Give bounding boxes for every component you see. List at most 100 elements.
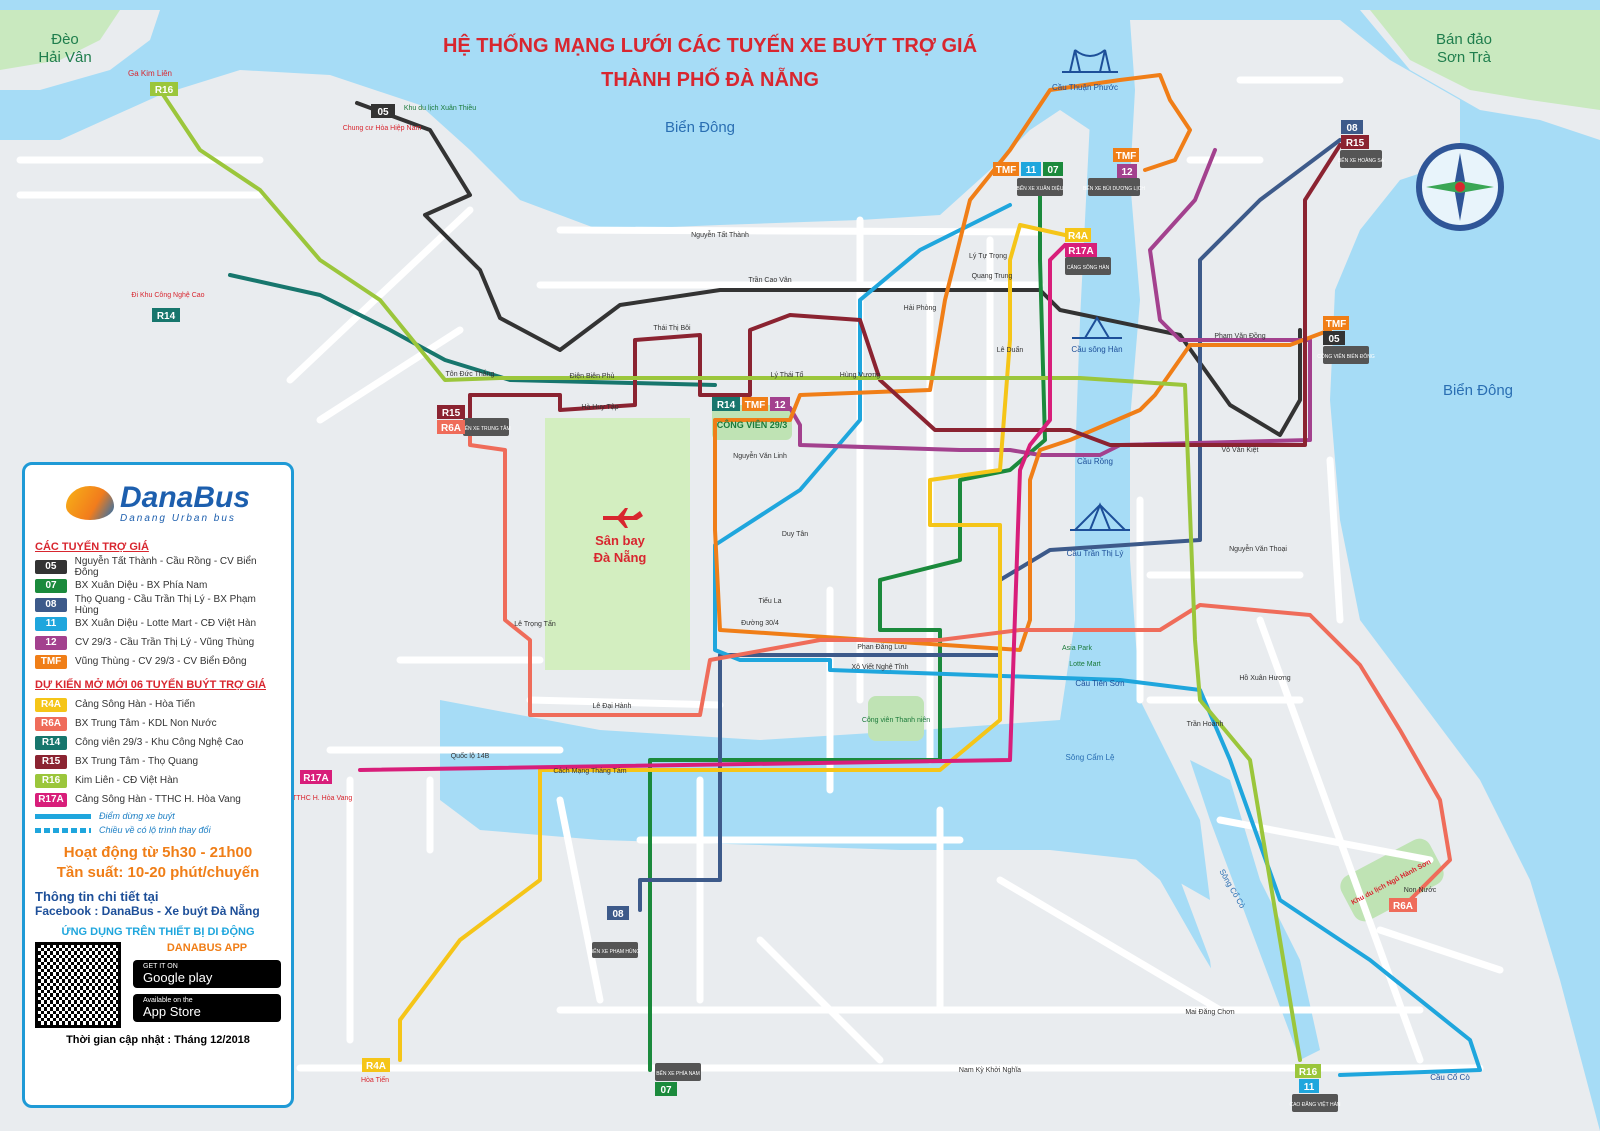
street-label: Lê Trọng Tấn <box>514 619 556 628</box>
hai-van-park <box>0 10 120 70</box>
badge-r14-29-3: R14 <box>717 400 736 411</box>
route-name: BX Trung Tâm - Thọ Quang <box>75 756 199 767</box>
stop-note: Điểm dừng xe buýt <box>35 809 281 823</box>
label-airport-2: Đà Nẵng <box>594 550 647 565</box>
route-name: BX Trung Tâm - KDL Non Nước <box>75 718 217 729</box>
airport-area <box>545 418 690 670</box>
street-label: Cách Mạng Tháng Tám <box>553 768 626 775</box>
brand-tagline: Danang Urban bus <box>119 512 236 524</box>
badge-05-bien-dong: 05 <box>1328 334 1340 345</box>
legend-row: 11 BX Xuân Diệu - Lotte Mart - CĐ Việt Hà… <box>35 614 281 633</box>
store-buttons: DANABUS APP GET IT ON Google play Availa… <box>133 942 281 1028</box>
route-badge: 12 <box>35 635 67 650</box>
badge-12-bui-duong-lich: 12 <box>1121 167 1133 178</box>
street-label: Phạm Văn Đồng <box>1214 331 1265 340</box>
thuan-phuoc-bridge-icon <box>1062 49 1118 73</box>
street-label: Thái Thị Bôi <box>653 325 691 332</box>
route-name: Vũng Thùng - CV 29/3 - CV Biển Đông <box>75 656 247 667</box>
terminal-label: CAO ĐẲNG VIỆT HÀN <box>1289 1100 1340 1108</box>
label-airport-1: Sân bay <box>595 533 646 548</box>
street-label: Nguyễn Văn Thoại <box>1229 544 1287 553</box>
route-name: Cảng Sông Hàn - Hòa Tiến <box>75 699 196 710</box>
terminal-pham-hung: BẾN XE PHẠM HÙNG <box>590 942 640 958</box>
hours-text: Hoạt động từ 5h30 - 21h00 <box>63 844 253 861</box>
label-cau-co-co: Cầu Cổ Cò <box>1430 1073 1470 1082</box>
terminal-cong-vien-bien-dong: CÔNG VIÊN BIỂN ĐÔNG <box>1317 346 1375 364</box>
app-name: DANABUS APP <box>166 942 248 954</box>
update-date: Thời gian cập nhật : Tháng 12/2018 <box>66 1034 250 1046</box>
route-line-r4a <box>398 223 1067 1062</box>
badge-tmf-xuan-dieu: TMF <box>996 165 1017 176</box>
label-cau-rong: Cầu Rồng <box>1077 457 1113 466</box>
label-cau-song-han: Cầu sông Hàn <box>1071 345 1122 354</box>
terminal-bui-duong-lich: BẾN XE BÙI DƯƠNG LỊCH <box>1083 178 1145 196</box>
route-name: Nguyễn Tất Thành - Cầu Rồng - CV Biển Đô… <box>74 555 257 578</box>
terminal-trung-tam: BẾN XE TRUNG TÂM <box>461 418 511 436</box>
street-label: Mai Đăng Chơn <box>1185 1009 1234 1016</box>
qr-code[interactable] <box>35 942 121 1028</box>
terminal-label: BẾN XE XUÂN DIỆU <box>1017 184 1064 192</box>
route-badge: 07 <box>35 578 67 593</box>
street-label: Nguyễn Văn Linh <box>733 451 787 460</box>
label-cong-vien-29-3: CÔNG VIÊN 29/3 <box>717 419 788 430</box>
route-name: BX Xuân Diệu - Lotte Mart - CĐ Việt Hàn <box>75 618 257 629</box>
street-label: Trần Cao Vân <box>748 275 791 284</box>
app-store-button[interactable]: Available on the App Store <box>133 994 281 1022</box>
badge-r17a-cang: R17A <box>1068 246 1094 257</box>
badge-07-xuan-dieu: 07 <box>1047 165 1059 176</box>
label-xuan-thieu: Khu du lịch Xuân Thiều <box>404 103 476 112</box>
terminal-cang-song-han: CẢNG SÔNG HÀN <box>1065 257 1111 275</box>
label-chung-cu: Chung cư Hòa Hiệp Nam <box>343 125 422 132</box>
route-badge: 08 <box>35 597 67 612</box>
badge-08-pham-hung: 08 <box>612 909 624 920</box>
legend-row: 08 Thọ Quang - Cầu Trần Thị Lý - BX Phạm … <box>35 593 281 616</box>
badge-r4a-hoa-tien: R4A <box>366 1061 386 1072</box>
badge-r6a-non-nuoc: R6A <box>1393 901 1413 912</box>
routes-heading: CÁC TUYẾN TRỢ GIÁ <box>35 541 149 553</box>
street-label: Duy Tân <box>782 531 808 538</box>
app-row: DANABUS APP GET IT ON Google play Availa… <box>35 942 281 1028</box>
app-store-small: Available on the <box>143 997 193 1004</box>
route-line-r6a <box>468 418 1452 902</box>
badge-07-phia-nam: 07 <box>660 1085 672 1096</box>
label-bien-dong-top: Biển Đông <box>665 119 735 136</box>
label-son-tra: Sơn Trà <box>1437 49 1492 66</box>
route-name: Công viên 29/3 - Khu Công Nghệ Cao <box>75 737 244 748</box>
facebook-link[interactable]: Facebook : DanaBus - Xe buýt Đà Nẵng <box>35 904 260 918</box>
brand-name: DanaBus <box>119 480 251 514</box>
badge-r4a: R4A <box>1068 231 1088 242</box>
app-store-label: App Store <box>143 1004 201 1019</box>
route-badge: TMF <box>35 654 67 669</box>
son-tra-park <box>1370 10 1600 110</box>
route-line-05 <box>355 101 1302 437</box>
route-badge: 11 <box>35 616 67 631</box>
street-label: Võ Văn Kiệt <box>1222 447 1259 454</box>
terminal-label: BẾN XE BÙI DƯƠNG LỊCH <box>1083 185 1145 192</box>
label-bien-dong-right: Biển Đông <box>1443 382 1513 399</box>
street-label: Tiểu La <box>758 597 781 605</box>
legend-row: 12 CV 29/3 - Cầu Trần Thị Lý - Vũng Thùng <box>35 633 281 652</box>
route-name: Cảng Sông Hàn - TTHC H. Hòa Vang <box>75 794 241 805</box>
street-label: Nguyễn Tất Thành <box>691 230 749 239</box>
badge-r17a-hoa-vang: R17A <box>303 773 329 784</box>
danabus-logo-icon <box>65 486 114 520</box>
terminal-xuan-dieu: BẾN XE XUÂN DIỆU <box>1017 178 1064 196</box>
route-badge: R17A <box>35 792 67 807</box>
legend-row: TMF Vũng Thùng - CV 29/3 - CV Biển Đông <box>35 652 281 671</box>
route-name: Thọ Quang - Cầu Trần Thị Lý - BX Phạm Hù… <box>74 593 256 616</box>
route-name: CV 29/3 - Cầu Trần Thị Lý - Vũng Thùng <box>75 637 255 648</box>
route-name: BX Xuân Diệu - BX Phía Nam <box>75 580 208 591</box>
google-play-button[interactable]: GET IT ON Google play <box>133 960 281 988</box>
street-label: Lý Tự Trọng <box>969 253 1007 260</box>
terminal-phia-nam: BẾN XE PHÍA NAM <box>655 1063 701 1081</box>
danabus-logo: DanaBus Danang Urban bus <box>35 473 281 533</box>
google-play-small: GET IT ON <box>143 963 178 970</box>
